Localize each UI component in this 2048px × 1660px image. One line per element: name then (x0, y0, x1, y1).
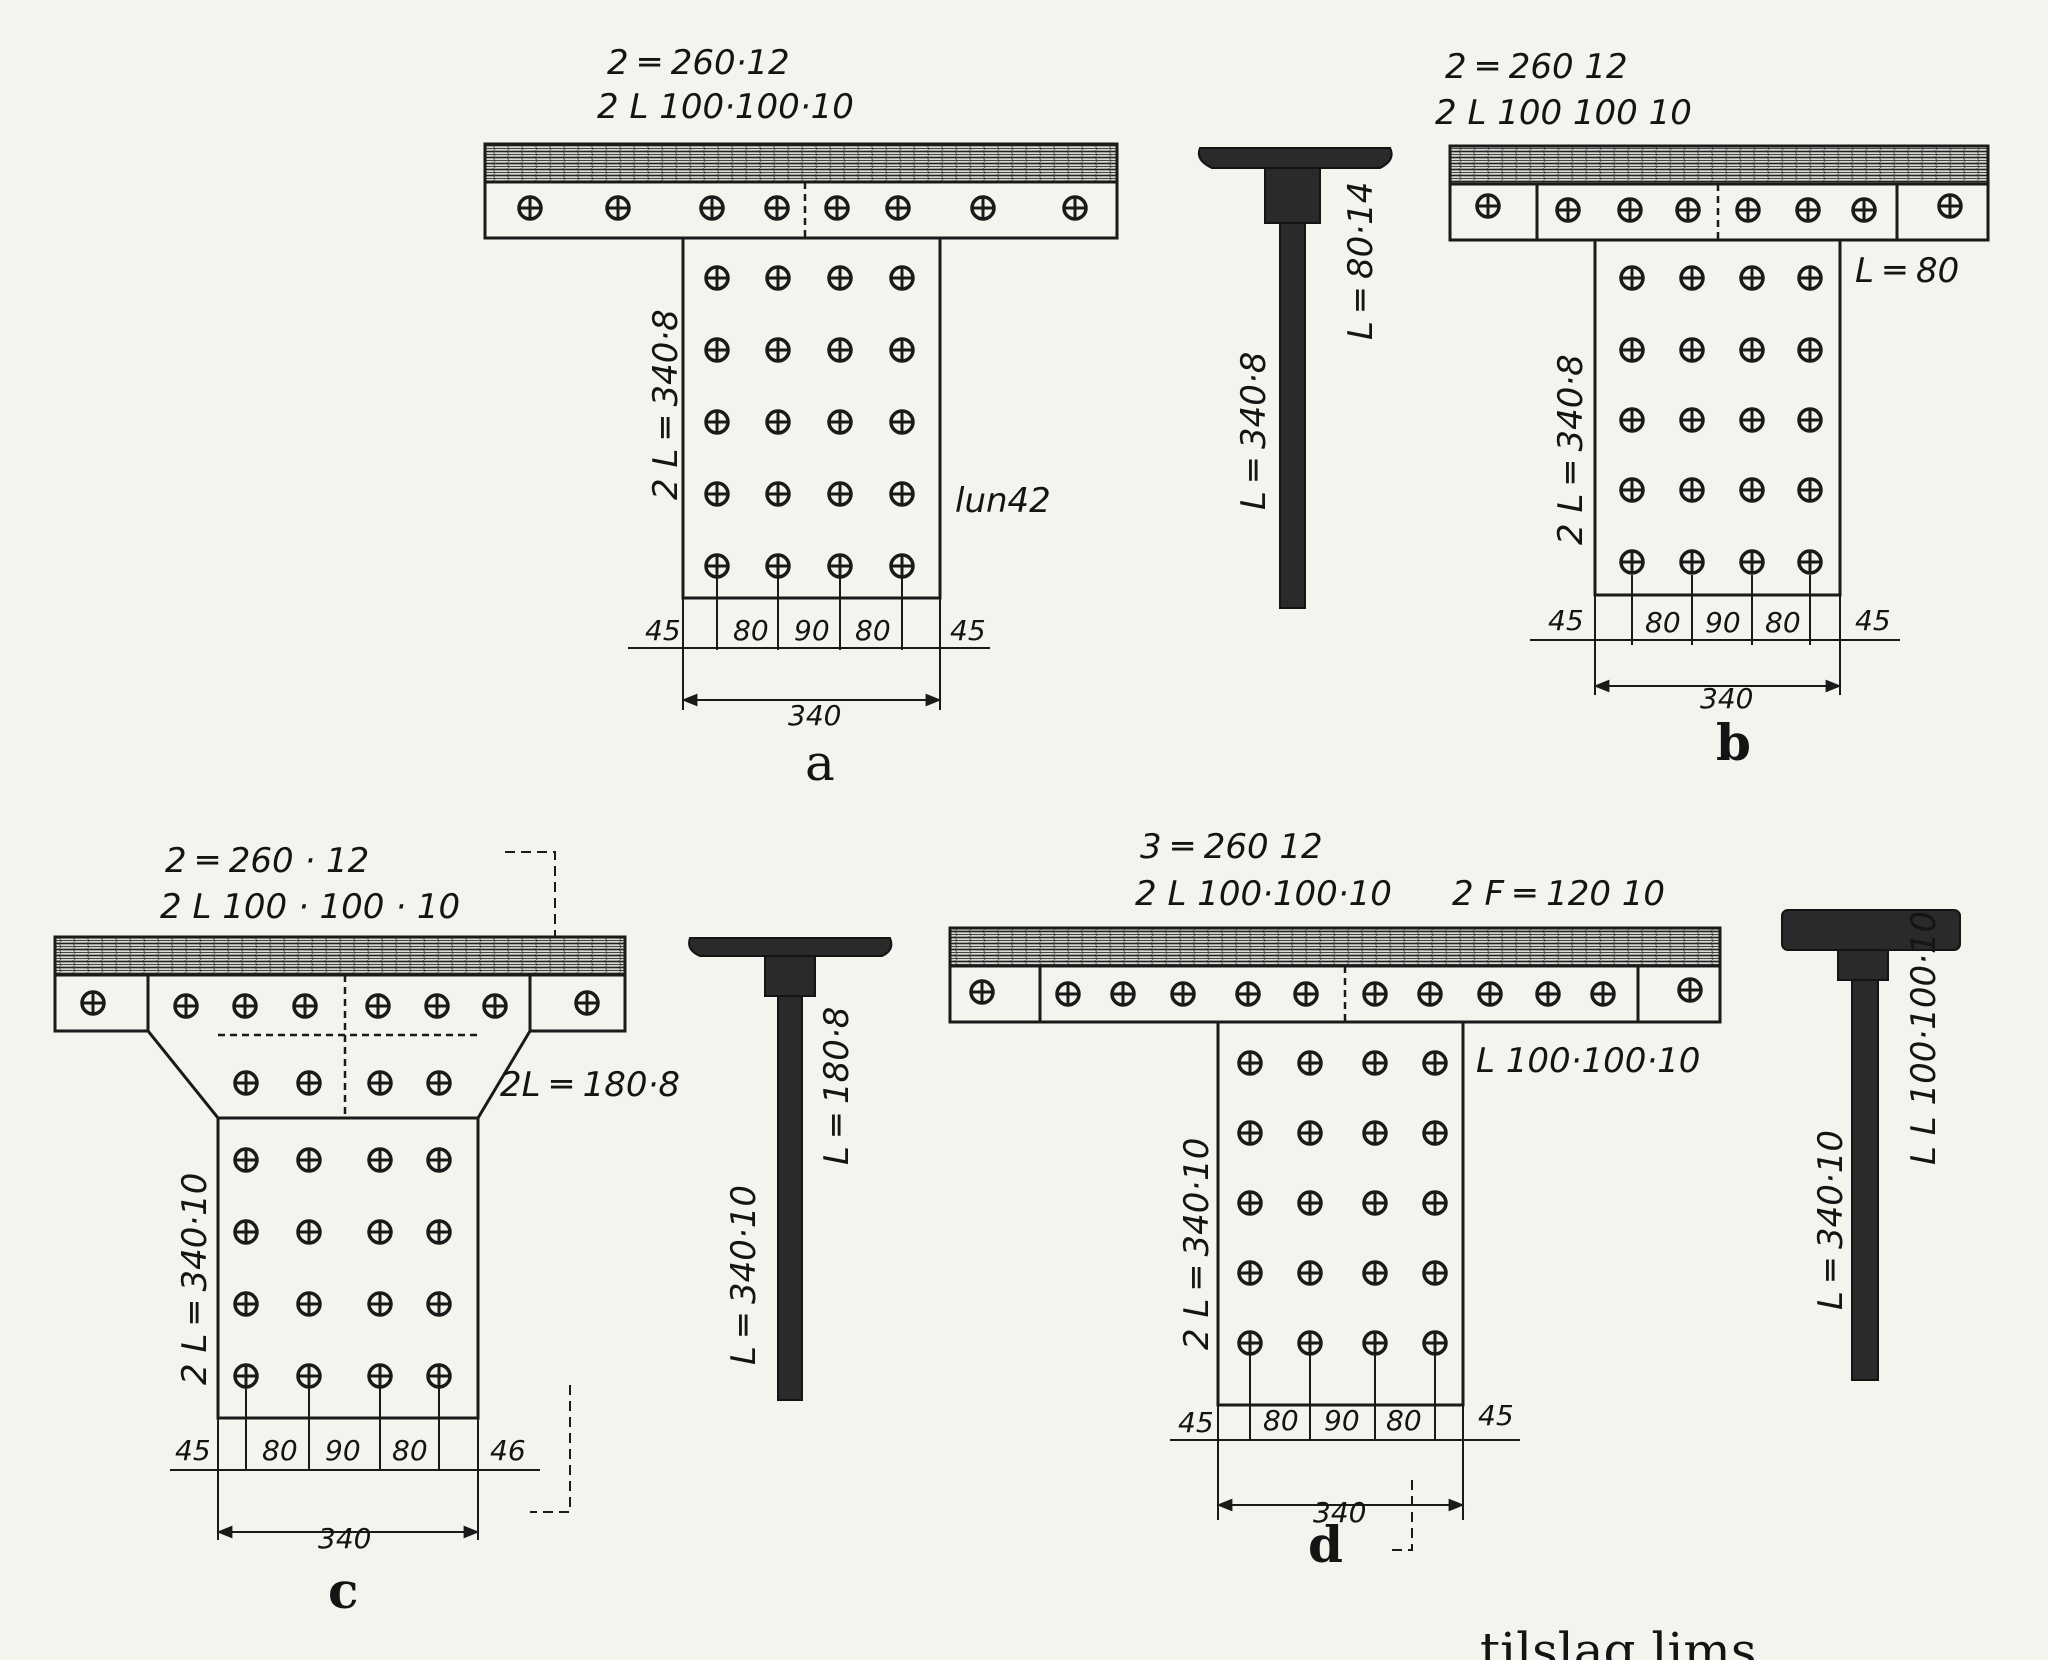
section-d: L ═ 340·10 L L 100·100·10 (1781, 909, 1961, 1381)
figure-a-flange-hatch (483, 142, 1119, 184)
figure-c-dim-3: 90 (325, 1434, 361, 1467)
section-a-flange (1197, 147, 1393, 169)
figure-b-dim-4: 80 (1765, 606, 1801, 639)
figure-d-dim-3: 90 (1324, 1404, 1360, 1437)
figure-a-letter: a (805, 734, 835, 792)
figure-c-dim-5: 46 (490, 1434, 526, 1467)
figure-c-flange-label-2: 2 L 100 · 100 · 10 (160, 887, 460, 927)
section-a-label-left: L ═ 340·8 (1234, 352, 1274, 510)
figure-b-flange-label-1: 2 ═ 260 12 (1445, 47, 1628, 87)
figure-d-dim-1: 45 (1178, 1406, 1214, 1439)
figure-d-flange-label-2: 2 L 100·100·10 (1135, 874, 1392, 914)
figure-c-gusset-label: 2L ═ 180·8 (500, 1065, 680, 1105)
figure-c-dim-total: 340 (318, 1522, 371, 1555)
section-a-web (1279, 222, 1306, 609)
figure-c-dimensions: 45 80 90 80 46 340 (170, 1385, 571, 1555)
figure-a: 2 ═ 260·12 2 L 100·100·10 2 L ═ 340·8 lu… (483, 43, 1119, 792)
figure-d: 3 ═ 260 12 2 L 100·100·10 2 F ═ 120 10 2… (948, 827, 1722, 1574)
figure-c-dim-4: 80 (392, 1434, 428, 1467)
caption-text: tilslag lims (1480, 1622, 1757, 1660)
figure-c-flange-label-1: 2 ═ 260 · 12 (165, 841, 369, 881)
section-c: L ═ 340·10 L ═ 180·8 (688, 937, 893, 1401)
figure-a-dimensions: 45 80 90 80 45 340 (628, 578, 990, 732)
figure-c-dim-2: 80 (262, 1434, 298, 1467)
figure-b-dim-1: 45 (1548, 604, 1584, 637)
figure-b-dimensions: 45 80 90 80 45 340 (1530, 575, 1900, 715)
figure-b-dim-total: 340 (1700, 682, 1753, 715)
figure-c-web-plate (216, 1116, 480, 1420)
figure-b-side-label: L ═ 80 (1855, 251, 1959, 291)
section-a: L ═ 340·8 L ═ 80·14 (1197, 147, 1393, 609)
section-c-label-left: L ═ 340·10 (724, 1185, 764, 1365)
figure-b-dim-2: 80 (1645, 606, 1681, 639)
section-d-web (1851, 979, 1879, 1381)
figure-a-flange-label-2: 2 L 100·100·10 (597, 87, 854, 127)
figure-d-dim-4: 80 (1386, 1404, 1422, 1437)
figure-d-web-plate (1216, 1020, 1465, 1407)
figure-b-web-label: 2 L ═ 340·8 (1551, 354, 1591, 545)
figure-b-dim-5: 45 (1855, 604, 1891, 637)
figure-d-letter: d (1308, 1515, 1343, 1574)
section-c-flange (688, 937, 893, 957)
figure-a-side-label: lun42 (955, 481, 1051, 521)
figure-a-angle-plate (483, 180, 1119, 240)
figure-a-dim-1: 45 (645, 614, 681, 647)
figure-d-dim-5: 45 (1478, 1399, 1514, 1432)
figure-d-flange-label-3: 2 F ═ 120 10 (1452, 874, 1665, 914)
figure-b-flange-label-2: 2 L 100 100 10 (1435, 93, 1692, 133)
figure-a-dim-4: 80 (855, 614, 891, 647)
section-d-label-right: L L 100·100·10 (1904, 911, 1944, 1165)
figure-b-flange-hatch (1448, 144, 1990, 186)
figure-d-side-label: L 100·100·10 (1476, 1041, 1700, 1081)
figure-d-dim-2: 80 (1263, 1404, 1299, 1437)
figure-d-dimensions: 45 80 90 80 45 340 (1170, 1355, 1520, 1551)
figure-a-flange-label-1: 2 ═ 260·12 (607, 43, 790, 83)
figure-d-flange-hatch (948, 926, 1722, 968)
figure-d-flange-label-1: 3 ═ 260 12 (1140, 827, 1323, 867)
figure-a-dim-5: 45 (950, 614, 986, 647)
figure-c-dim-1: 45 (175, 1434, 211, 1467)
section-c-angle (764, 955, 816, 997)
figure-c-flange-hatch (53, 935, 627, 977)
figure-d-web-label: 2 L ═ 340·10 (1177, 1138, 1217, 1350)
section-d-label-left: L ═ 340·10 (1811, 1130, 1851, 1310)
section-c-label-right: L ═ 180·8 (817, 1007, 857, 1165)
figure-d-dim-total: 340 (1313, 1496, 1366, 1529)
figure-b-dim-3: 90 (1705, 606, 1741, 639)
figure-a-dim-2: 80 (733, 614, 769, 647)
figure-c-section-mark (505, 851, 556, 948)
figure-c-gusset (146, 973, 532, 1120)
figure-c-web-label: 2 L ═ 340·10 (175, 1173, 215, 1385)
figure-a-web-label: 2 L ═ 340·8 (646, 309, 686, 500)
figure-a-dim-3: 90 (794, 614, 830, 647)
figure-b: 2 ═ 260 12 2 L 100 100 10 2 L ═ 340·8 L … (1435, 47, 1990, 772)
section-a-label-right: L ═ 80·14 (1341, 182, 1381, 340)
figure-c-letter: c (328, 1561, 358, 1620)
figure-b-letter: b (1716, 713, 1751, 772)
section-d-angle (1837, 949, 1889, 981)
figure-a-dim-total: 340 (788, 699, 841, 732)
figure-c: 2 ═ 260 · 12 2 L 100 · 100 · 10 2L ═ 180… (53, 841, 680, 1620)
section-c-web (777, 995, 803, 1401)
section-a-angle (1264, 167, 1321, 224)
